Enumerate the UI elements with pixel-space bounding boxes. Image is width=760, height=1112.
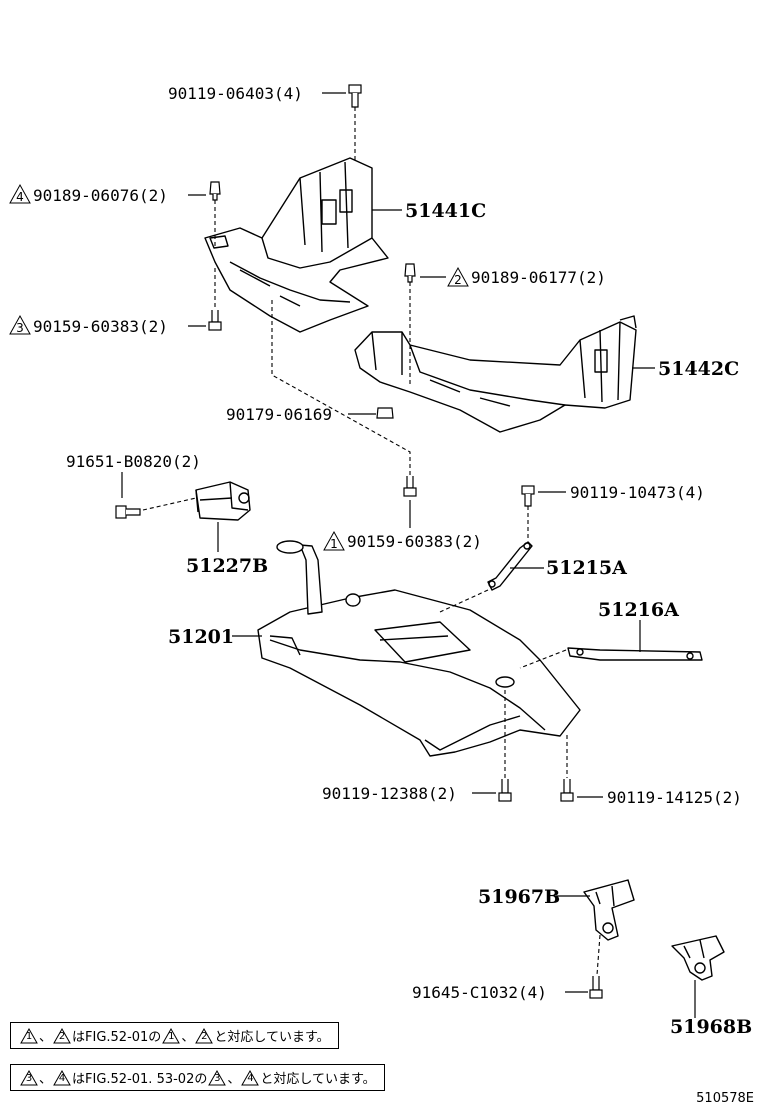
label-51441c: 51441C bbox=[405, 200, 486, 222]
label-90179-06169: 90179-06169 bbox=[226, 405, 332, 424]
label-91645-c1032: 91645-C1032(4) bbox=[412, 983, 547, 1002]
bracket-51227b bbox=[195, 481, 251, 521]
diagram-id: 510578E bbox=[696, 1091, 754, 1106]
label-91651-b0820: 91651-B0820(2) bbox=[66, 452, 201, 471]
svg-text:1: 1 bbox=[330, 537, 338, 551]
ref-marker-3: 3 bbox=[9, 314, 31, 335]
bolt-icon bbox=[115, 505, 141, 519]
triangle-icon: 4 bbox=[53, 1069, 71, 1086]
triangle-icon: 1 bbox=[162, 1027, 181, 1044]
label-51216a: 51216A bbox=[598, 599, 679, 621]
nut-icon bbox=[376, 407, 394, 419]
leader-lines bbox=[121, 92, 696, 1018]
ref-marker-1: 1 bbox=[323, 530, 345, 551]
svg-text:2: 2 bbox=[454, 273, 462, 287]
bolt-icon bbox=[521, 485, 535, 507]
engine-under-cover-51442c bbox=[354, 315, 637, 433]
label-51967b: 51967B bbox=[478, 886, 560, 908]
triangle-icon: 1 bbox=[20, 1027, 38, 1044]
bolt-icon bbox=[348, 84, 362, 108]
triangle-icon: 4 bbox=[241, 1069, 260, 1086]
svg-text:3: 3 bbox=[16, 321, 24, 335]
bolt-icon bbox=[589, 976, 603, 999]
label-51215a: 51215A bbox=[546, 557, 627, 579]
triangle-icon: 2 bbox=[195, 1027, 214, 1044]
link-51215a bbox=[487, 541, 533, 591]
triangle-icon: 3 bbox=[20, 1069, 38, 1086]
label-51227b: 51227B bbox=[186, 555, 268, 577]
note-text: と対応しています。 bbox=[260, 1072, 376, 1087]
label-90159-60383-a: 90159-60383(2) bbox=[33, 317, 168, 336]
bolt-icon bbox=[403, 476, 417, 497]
ref-marker-4: 4 bbox=[9, 183, 31, 204]
triangle-icon: 3 bbox=[208, 1069, 227, 1086]
bolt-icon bbox=[498, 779, 512, 802]
assembly-lines bbox=[142, 107, 601, 976]
label-90119-10473: 90119-10473(4) bbox=[570, 483, 705, 502]
fasteners bbox=[115, 84, 603, 999]
label-90119-06403: 90119-06403(4) bbox=[168, 84, 303, 103]
label-90119-12388: 90119-12388(2) bbox=[322, 784, 457, 803]
bolt-icon bbox=[560, 779, 574, 802]
triangle-icon: 2 bbox=[53, 1027, 71, 1044]
label-51968b: 51968B bbox=[670, 1016, 752, 1038]
note-text: と対応しています。 bbox=[214, 1030, 330, 1045]
label-90189-06076: 90189-06076(2) bbox=[33, 186, 168, 205]
ref-markers: 4 2 3 1 bbox=[9, 183, 469, 551]
bracket-51968b bbox=[671, 935, 725, 981]
label-90189-06177: 90189-06177(2) bbox=[471, 268, 606, 287]
svg-text:4: 4 bbox=[16, 190, 24, 204]
part-labels: 90119-06403(4) 90189-06076(2) 51441C 901… bbox=[33, 84, 752, 1038]
bracket-51967b bbox=[583, 879, 635, 941]
clip-icon bbox=[209, 181, 221, 201]
reinforcement-bar-51216a bbox=[567, 647, 703, 661]
ref-marker-2: 2 bbox=[447, 266, 469, 287]
label-51201: 51201 bbox=[168, 626, 234, 648]
label-51442c: 51442C bbox=[658, 358, 739, 380]
bolt-icon bbox=[208, 310, 222, 331]
label-90159-60383-b: 90159-60383(2) bbox=[347, 532, 482, 551]
note-text: はFIG.52-01. 53-02の bbox=[72, 1072, 208, 1087]
clip-icon bbox=[404, 263, 416, 283]
note-text: はFIG.52-01の bbox=[72, 1030, 162, 1045]
crossmember-51201 bbox=[257, 540, 581, 757]
label-90119-14125: 90119-14125(2) bbox=[607, 788, 742, 807]
engine-under-cover-51441c bbox=[204, 157, 389, 333]
